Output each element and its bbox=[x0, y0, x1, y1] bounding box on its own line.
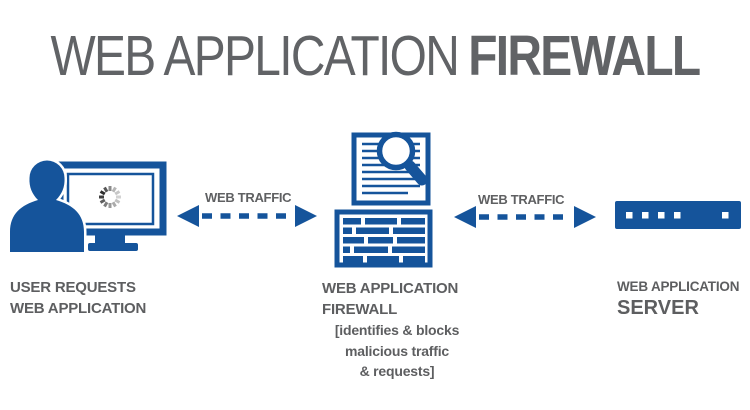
server-icon bbox=[615, 201, 741, 229]
server-label-line2: SERVER bbox=[617, 296, 699, 319]
brick-wall-icon bbox=[334, 209, 433, 268]
user-at-computer-icon bbox=[7, 158, 167, 255]
title-bold-part: FIREWALL bbox=[468, 24, 701, 88]
firewall-node-label: WEB APPLICATION FIREWALL [identifies & b… bbox=[318, 279, 476, 382]
server-label-line1: WEB APPLICATION bbox=[617, 279, 740, 294]
user-label-line2: WEB APPLICATION bbox=[10, 299, 147, 317]
magnifier-icon bbox=[376, 131, 428, 186]
person-silhouette bbox=[7, 158, 87, 255]
server-node-label: WEB APPLICATION SERVER bbox=[617, 277, 739, 318]
firewall-note-line1: [identifies & blocks bbox=[334, 322, 460, 338]
right-traffic-arrow-icon bbox=[454, 206, 596, 228]
right-traffic-label: WEB TRAFFIC bbox=[478, 192, 565, 207]
web-application-firewall-icon bbox=[334, 131, 433, 268]
firewall-note-line3: & requests] bbox=[359, 363, 435, 379]
firewall-label-line2: FIREWALL bbox=[322, 300, 398, 318]
left-traffic-label: WEB TRAFFIC bbox=[205, 190, 292, 205]
left-traffic-arrow-icon bbox=[177, 205, 317, 227]
user-label-line1: USER REQUESTS bbox=[10, 279, 136, 296]
firewall-note-line2: malicious traffic bbox=[345, 342, 449, 359]
user-node-label: USER REQUESTS WEB APPLICATION bbox=[10, 278, 146, 319]
firewall-label-line1: WEB APPLICATION bbox=[322, 280, 459, 297]
document-inspection-icon bbox=[351, 131, 431, 206]
title-light-part: WEB APPLICATION bbox=[50, 24, 460, 88]
loading-spinner-icon bbox=[99, 186, 121, 208]
